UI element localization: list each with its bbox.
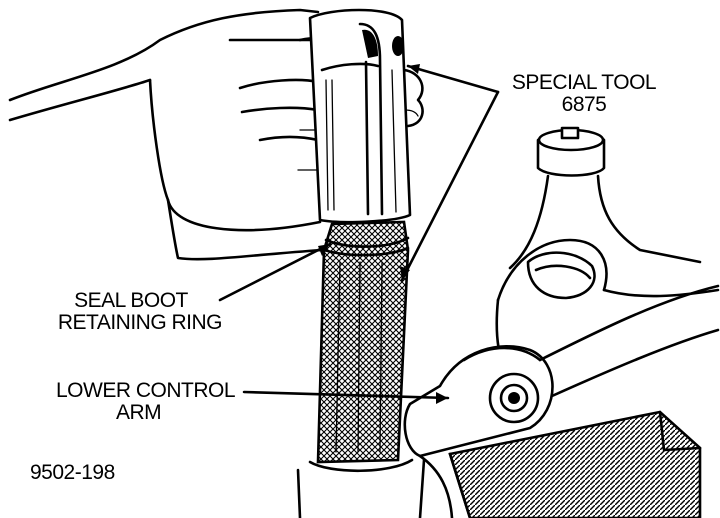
special-tool-label-line1: SPECIAL TOOL: [511, 71, 657, 94]
special-tool-label-line2: 6875: [561, 93, 607, 116]
seal-boot: [296, 220, 426, 518]
figure-number: 9502-198: [30, 461, 115, 484]
steering-knuckle: [495, 126, 720, 382]
seal-boot-label-line1: SEAL BOOT: [74, 289, 188, 312]
lower-arm-label-line2: ARM: [116, 401, 162, 424]
seal-boot-label-line2: RETAINING RING: [57, 311, 223, 334]
seal-boot-retaining-ring-label: SEAL BOOT RETAINING RING: [40, 289, 223, 334]
lower-arm-label-line1: LOWER CONTROL: [56, 379, 236, 402]
leader-lines: [218, 64, 500, 404]
lower-control-arm-label: LOWER CONTROL ARM: [56, 380, 246, 424]
bench-block: [448, 410, 702, 518]
lower-control-arm: [403, 284, 720, 518]
special-tool-label: SPECIAL TOOL 6875: [506, 72, 662, 116]
special-tool-6875: [308, 8, 412, 224]
